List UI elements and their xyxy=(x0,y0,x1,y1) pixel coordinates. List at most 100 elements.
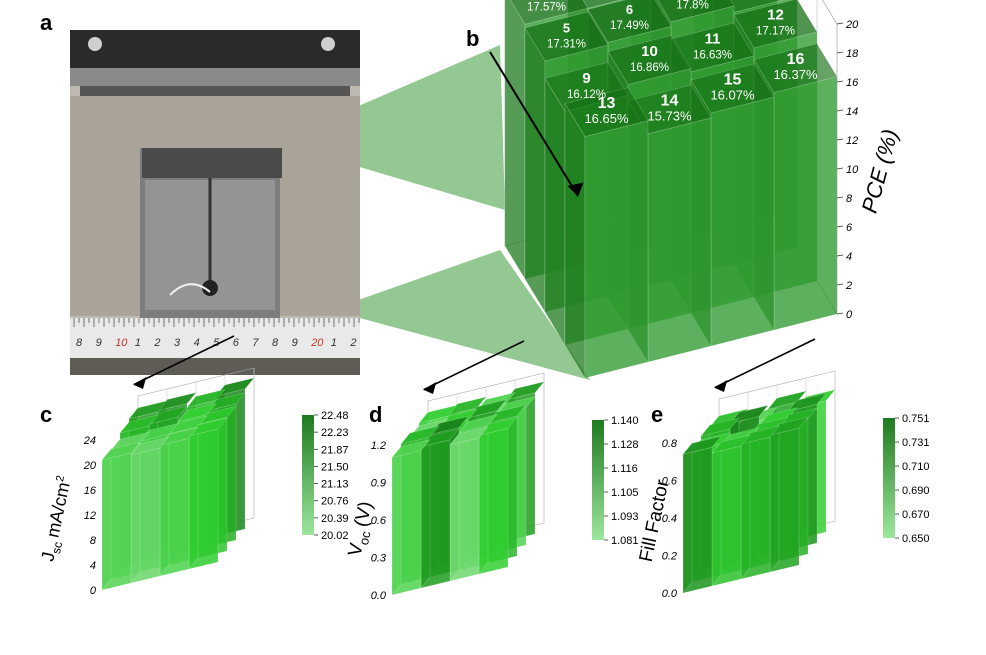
colorbar-tick-label: 1.081 xyxy=(611,535,639,547)
small-chart: 0.00.20.40.60.80.7510.7310.7100.6900.670… xyxy=(636,338,930,600)
ruler-label: 8 xyxy=(76,337,83,349)
bar-top xyxy=(564,87,649,137)
ruler-label: 6 xyxy=(233,337,240,349)
z-tick-label: 16 xyxy=(846,77,859,89)
z-tick-label: 0.0 xyxy=(662,588,678,600)
cell-number: 5 xyxy=(563,21,570,36)
bar-top xyxy=(607,35,692,85)
z-tick-label: 0.6 xyxy=(662,476,678,488)
ruler-label: 2 xyxy=(349,337,356,349)
bar-top xyxy=(682,435,722,455)
bar-top xyxy=(130,436,170,456)
colorbar-tick-label: 21.87 xyxy=(321,444,349,456)
z-tick xyxy=(836,138,844,141)
z-tick-label: 4 xyxy=(90,560,96,572)
bar-side xyxy=(188,424,199,570)
direction-arrow-head xyxy=(133,376,147,390)
jsc-axis-label: Jsc mA/cm2 xyxy=(37,474,78,564)
panel-letter-c: c xyxy=(40,402,53,427)
z-tick xyxy=(836,312,844,315)
ruler-label: 3 xyxy=(174,337,181,349)
cell-number: 11 xyxy=(705,30,721,47)
bar-top xyxy=(420,428,460,448)
z-tick-label: 20 xyxy=(845,19,859,31)
z-tick-label: 20 xyxy=(83,460,97,472)
bar-top xyxy=(449,426,489,446)
z-tick-label: 0.6 xyxy=(371,515,387,527)
cell-pce-label: 17.57% xyxy=(527,2,566,14)
direction-arrow-line xyxy=(714,338,816,389)
cell-pce-label: 16.07% xyxy=(710,87,755,102)
z-tick-label: 12 xyxy=(84,510,96,522)
bar-side xyxy=(420,434,431,589)
colorbar-tick-label: 20.76 xyxy=(321,496,349,508)
z-tick-label: 0.2 xyxy=(662,551,677,563)
bar-side xyxy=(130,443,141,584)
cell-pce-label: 17.8% xyxy=(676,0,709,11)
bar-top xyxy=(186,388,226,408)
cell-pce-label: 16.86% xyxy=(630,62,669,74)
ruler-label: 5 xyxy=(213,337,220,349)
bar-side xyxy=(101,448,112,591)
voc-axis-main: V xyxy=(345,541,368,558)
colorbar-tick-label: 22.23 xyxy=(321,427,349,439)
colorbar-tick-label: 0.731 xyxy=(902,437,930,449)
cell-pce-label: 17.49% xyxy=(610,20,649,32)
z-tick xyxy=(836,51,844,54)
bar-side xyxy=(478,423,489,575)
z-tick xyxy=(836,167,844,170)
colorbar xyxy=(592,420,604,540)
z-tick xyxy=(836,254,844,257)
z-tick-label: 8 xyxy=(846,193,853,205)
cell-number: 6 xyxy=(626,2,633,17)
bar-side xyxy=(740,432,751,580)
bar-top xyxy=(733,0,818,49)
bar-top xyxy=(690,63,775,114)
colorbar-tick-label: 0.751 xyxy=(902,413,930,425)
panel-letter-d: d xyxy=(369,402,383,427)
bar-top xyxy=(700,417,740,437)
ruler-label: 8 xyxy=(272,337,279,349)
ruler xyxy=(70,318,360,358)
cell-pce-label: 16.12% xyxy=(567,89,606,101)
z-tick xyxy=(836,225,844,228)
colorbar-tick-label: 1.140 xyxy=(611,415,639,427)
cell-number: 15 xyxy=(724,71,742,88)
ruler-label: 4 xyxy=(194,337,200,349)
panel-letter-a: a xyxy=(40,10,53,35)
bar-side xyxy=(711,441,722,587)
direction-arrow-head xyxy=(423,381,437,395)
cell-pce-label: 17.31% xyxy=(547,39,586,51)
bar-top xyxy=(391,438,431,459)
colorbar-tick-label: 1.128 xyxy=(611,439,639,451)
z-tick-label: 0.9 xyxy=(371,478,386,490)
small-chart: 0.00.30.60.91.21.1401.1281.1161.1051.093… xyxy=(345,340,639,602)
bar-top xyxy=(524,11,609,62)
ruler-label: 9 xyxy=(96,337,102,349)
colorbar-tick-label: 1.116 xyxy=(611,463,638,475)
bar-top xyxy=(582,0,622,9)
z-tick-label: 6 xyxy=(846,222,853,234)
z-tick-label: 0.8 xyxy=(662,438,678,450)
ruler-label: 1 xyxy=(331,337,337,349)
cell-pce-label: 16.37% xyxy=(773,67,818,82)
bar-top xyxy=(215,377,255,397)
screw-left-icon xyxy=(88,37,102,51)
ruler-label: 7 xyxy=(252,337,259,349)
bar-top xyxy=(753,43,838,93)
z-tick-label: 0.4 xyxy=(662,513,677,525)
bar-side xyxy=(391,445,402,596)
bar-top xyxy=(128,400,168,420)
bar-top xyxy=(206,392,246,412)
z-tick-label: 4 xyxy=(846,251,852,263)
direction-arrow-line xyxy=(423,340,525,391)
z-tick xyxy=(836,22,844,25)
jsc-axis-sup: 2 xyxy=(54,474,67,482)
bar-top xyxy=(787,392,827,412)
jsc-axis-main: J xyxy=(37,550,58,563)
cell-pce-label: 17.35% xyxy=(736,0,775,2)
cell-pce-label: 15.73% xyxy=(647,108,692,123)
voc-axis-label: Voc (V) xyxy=(345,500,380,559)
z-tick-label: 0.3 xyxy=(371,553,387,565)
z-tick-label: 0 xyxy=(846,309,853,321)
